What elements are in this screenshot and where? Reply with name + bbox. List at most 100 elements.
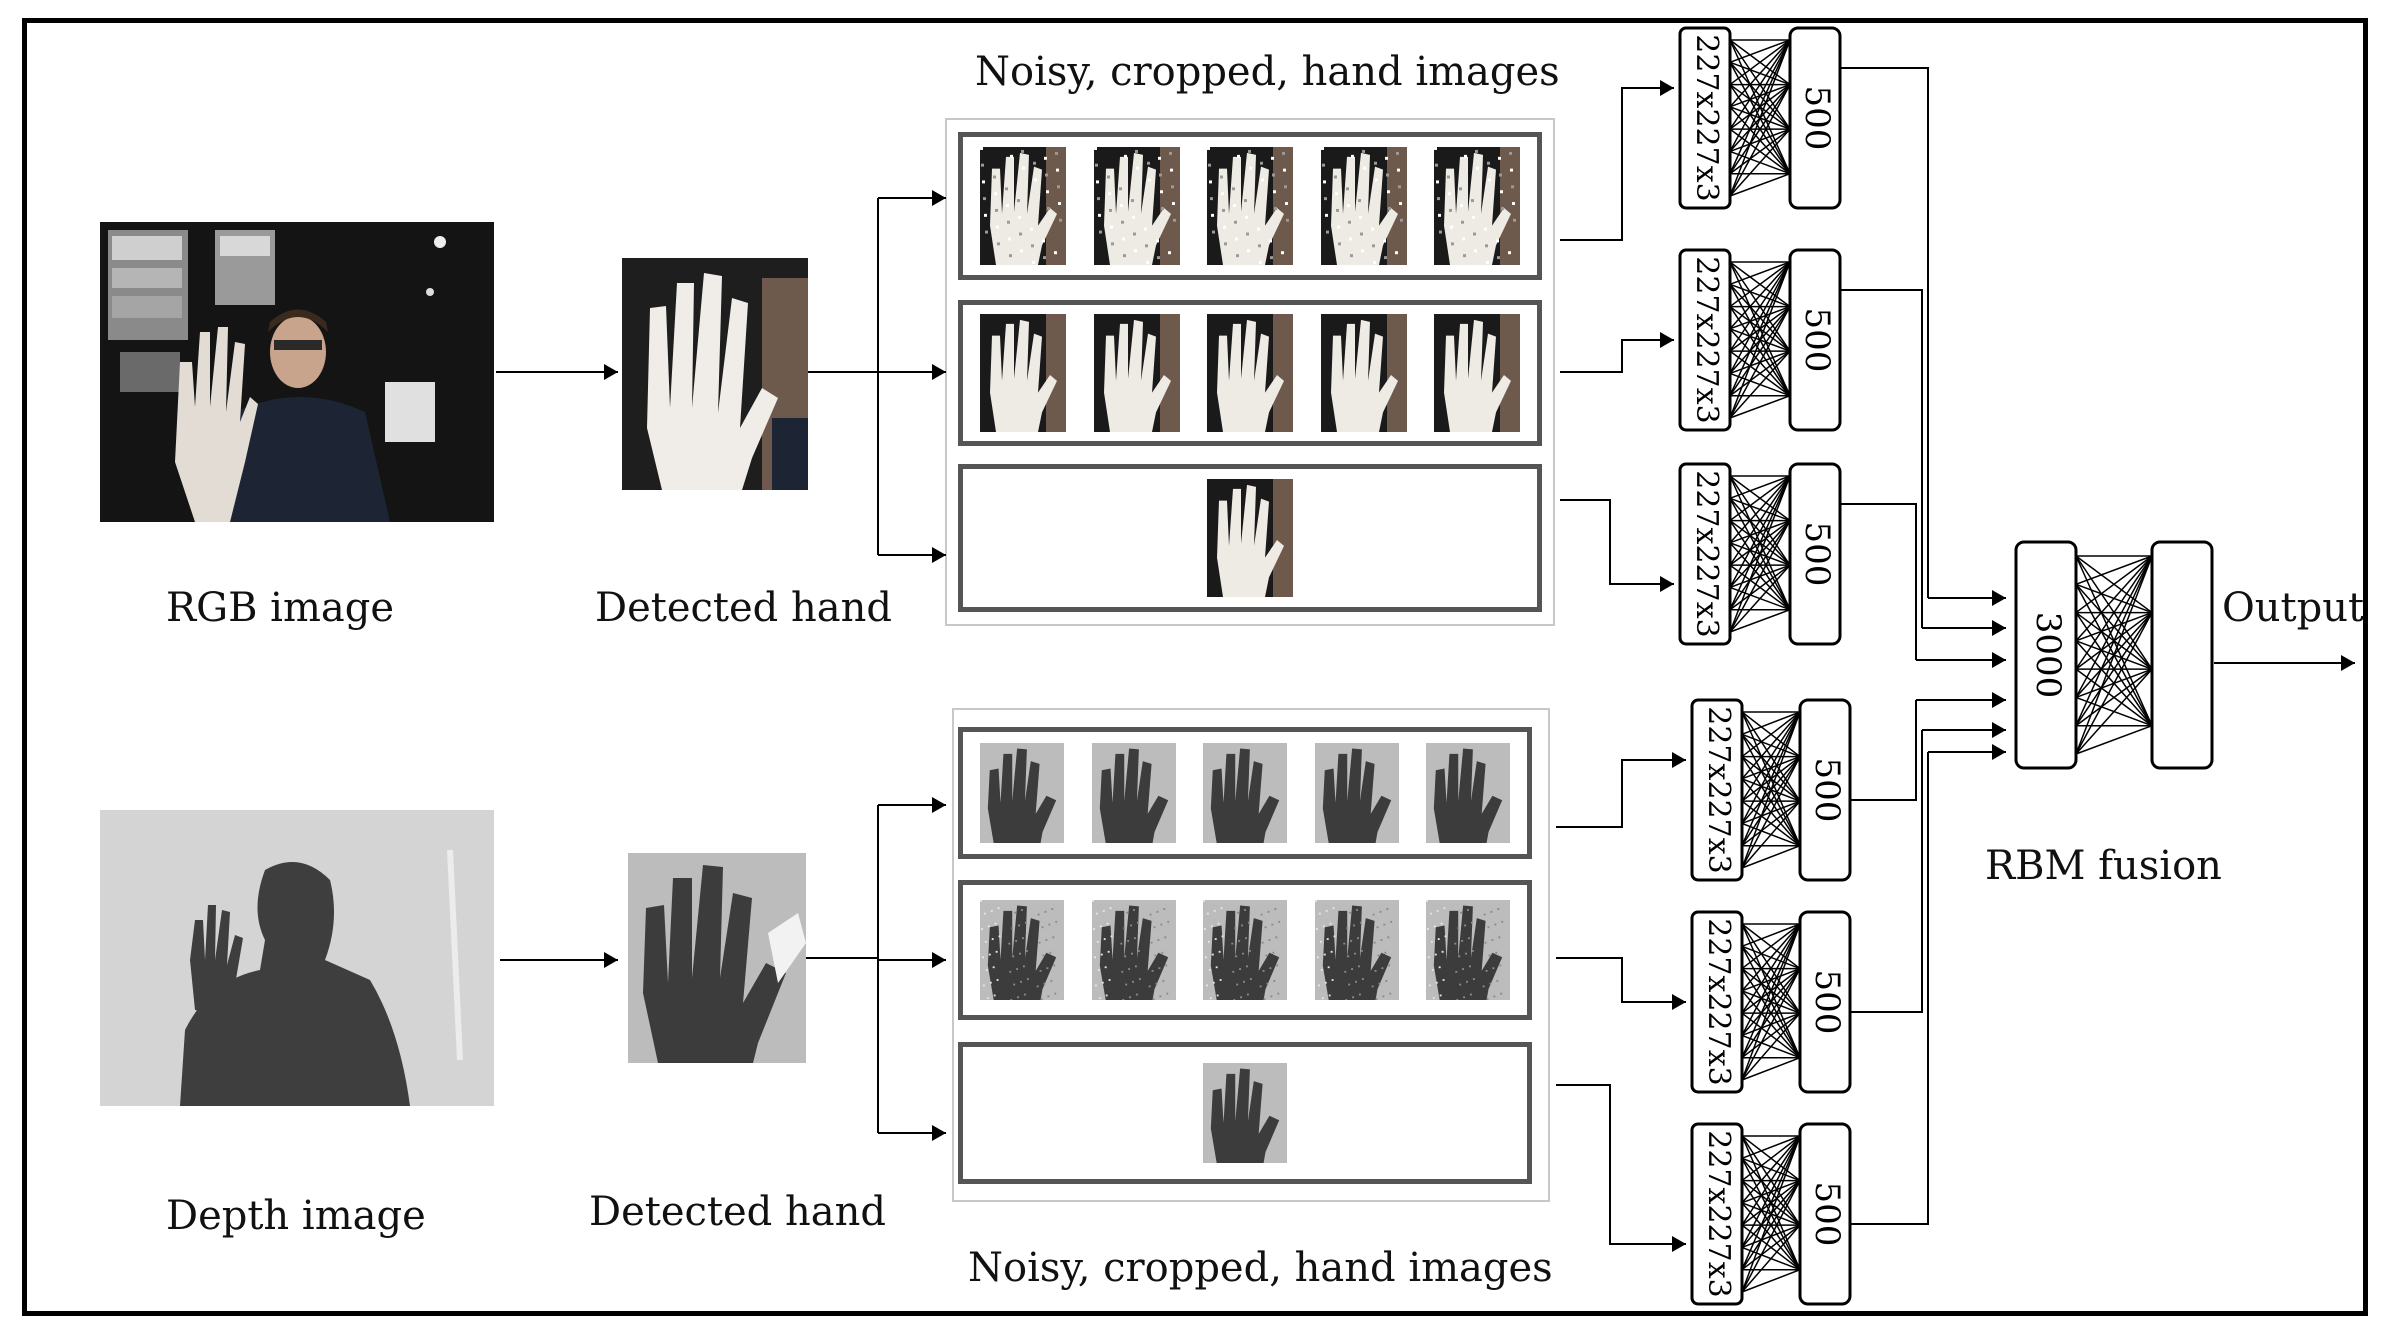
- cnn-connection: [1729, 609, 1791, 633]
- rbm-fusion-size-label: 3000: [2028, 612, 2068, 699]
- arrow-bus-6-to-fusion-head: [1992, 744, 2006, 760]
- cnn-connection: [1729, 306, 1791, 397]
- cnn-connection: [1741, 923, 1801, 970]
- depth-hand-thumbnail: [1314, 743, 1399, 843]
- arrow-panel-to-cnn-5: [1556, 957, 1686, 1003]
- fan-depth-arrow-2-head: [932, 952, 946, 968]
- cnn-connection: [1729, 475, 1791, 588]
- cnn-input-size-label: 227x227x3: [1689, 256, 1724, 423]
- rgb-hand-thumbnail: [1207, 147, 1293, 265]
- cnn-connection: [1741, 1135, 1801, 1248]
- cnn-connection: [1729, 39, 1791, 197]
- bus-cnn-1-to-fusion: [1840, 67, 1929, 598]
- cnn-connection: [1729, 39, 1791, 108]
- depth-hand-thumbnail: [1426, 900, 1510, 1000]
- cnn-connection: [1741, 923, 1801, 947]
- rbm-fusion-connection: [2075, 668, 2153, 755]
- cnn-connection: [1741, 923, 1801, 1036]
- cnn-connection: [1741, 711, 1801, 869]
- cnn-input-size-label: 227x227x3: [1689, 470, 1724, 637]
- arrow-panel-to-cnn-2: [1560, 339, 1674, 373]
- rbm-fusion-connection: [2075, 555, 2153, 614]
- depth-hand-thumbnail: [1203, 900, 1287, 1000]
- depth-image-photo: [100, 810, 494, 1106]
- arrow-bus-1-to-fusion-head: [1992, 590, 2006, 606]
- depth-hand-thumbnail: [1203, 743, 1287, 843]
- rgb-hand-thumbnail: [1207, 314, 1293, 432]
- rgb-hand-thumbnail: [980, 314, 1066, 432]
- depth-hand-thumbnail: [1091, 900, 1176, 1000]
- cnn-connection: [1729, 350, 1791, 419]
- cnn-connection: [1741, 1012, 1801, 1081]
- arrow-bus-5-to-fusion-head: [1992, 722, 2006, 738]
- cnn-connection: [1729, 39, 1791, 130]
- rbm-fusion-connection: [2075, 555, 2153, 585]
- rgb-hand-thumbnail: [980, 147, 1066, 265]
- cnn-output-layer: [1788, 248, 1842, 432]
- rbm-fusion-connection: [2075, 555, 2153, 755]
- cnn-connection: [1741, 1224, 1801, 1271]
- cnn-connection: [1741, 711, 1801, 847]
- depth-hand-thumbnail: [1091, 743, 1176, 843]
- rbm-fusion-input-layer: [2014, 540, 2078, 770]
- cnn-connection: [1741, 1224, 1801, 1293]
- detected-hand-depth-label: Detected hand: [589, 1189, 886, 1235]
- arrow-panel-to-cnn-3-head: [1660, 576, 1674, 592]
- cnn-connection: [1741, 968, 1801, 1081]
- cnn-connection: [1741, 756, 1801, 847]
- cnn-connection: [1729, 261, 1791, 330]
- depth-hand-thumbnail: [1314, 900, 1399, 1000]
- detected-hand-rgb-photo: [622, 258, 808, 490]
- cnn-input-layer: [1678, 462, 1732, 646]
- rbm-fusion-connection: [2075, 555, 2153, 698]
- cnn-connection: [1729, 39, 1791, 86]
- cnn-connection: [1741, 1180, 1801, 1293]
- cnn-output-size-label: 500: [1797, 522, 1837, 587]
- cnn-connection: [1741, 711, 1801, 802]
- arrow-rgb-to-hand-head: [604, 364, 618, 380]
- rbm-fusion-connection: [2075, 725, 2153, 755]
- bus-cnn-5-to-fusion: [1850, 730, 1923, 1013]
- cnn-output-size-label: 500: [1807, 1182, 1847, 1247]
- cnn-connection: [1729, 475, 1791, 611]
- cnn-input-layer: [1690, 698, 1744, 882]
- cnn-connection: [1741, 1135, 1801, 1271]
- rgb-hand-thumbnail: [1434, 314, 1520, 432]
- rbm-fusion-connection: [2075, 555, 2153, 670]
- fan-depth-arrow-1-head: [932, 797, 946, 813]
- cnn-connection: [1741, 800, 1801, 869]
- rbm-fusion-connection: [2075, 612, 2153, 727]
- cnn-connection: [1741, 711, 1801, 735]
- bus-cnn-4-to-fusion: [1850, 700, 1917, 801]
- rbm-fusion-connection: [2075, 612, 2153, 755]
- cnn-connection: [1729, 261, 1791, 419]
- rgb-hand-thumbnail: [1320, 147, 1407, 265]
- cnn-connection: [1729, 84, 1791, 197]
- cnn-input-size-label: 227x227x3: [1701, 706, 1736, 873]
- cnn-connection: [1729, 261, 1791, 285]
- rbm-fusion-label: RBM fusion: [1985, 843, 2222, 889]
- rgb-hand-thumbnail: [1093, 147, 1180, 265]
- fan-rgb-arrow-1-head: [932, 190, 946, 206]
- cnn-connection: [1729, 475, 1791, 633]
- arrow-panel-to-cnn-1: [1560, 87, 1674, 241]
- cnn-connection: [1741, 711, 1801, 780]
- cnn-connection: [1741, 1180, 1801, 1271]
- arrow-panel-to-cnn-6-head: [1672, 1236, 1686, 1252]
- cnn-connection: [1729, 173, 1791, 197]
- depth-hand-thumbnail: [1203, 1063, 1287, 1163]
- cnn-connection: [1729, 261, 1791, 397]
- cnn-output-size-label: 500: [1797, 86, 1837, 151]
- cnn-connection: [1729, 261, 1791, 352]
- cnn-connection: [1729, 520, 1791, 611]
- arrow-panel-to-cnn-4: [1556, 759, 1686, 828]
- detected-hand-rgb-label: Detected hand: [595, 585, 892, 631]
- cnn-connection: [1741, 1135, 1801, 1226]
- cnn-connection: [1729, 39, 1791, 152]
- cnn-connection: [1741, 711, 1801, 758]
- noisy-images-title-bottom: Noisy, cropped, hand images: [968, 1245, 1553, 1291]
- rgb-image-photo: [100, 222, 494, 522]
- arrow-fusion-to-output-head: [2341, 655, 2355, 671]
- cnn-input-layer: [1678, 26, 1732, 210]
